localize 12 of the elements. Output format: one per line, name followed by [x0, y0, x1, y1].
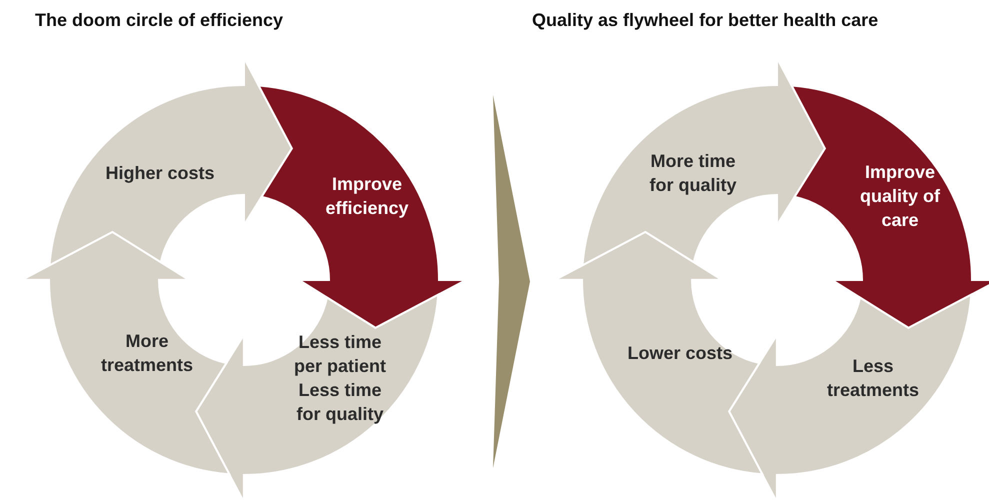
step-label: Improve quality of care	[859, 161, 941, 232]
step-label: Improve efficiency	[324, 173, 410, 220]
step-label: Lower costs	[626, 342, 734, 365]
step-label: More time for quality	[648, 150, 738, 197]
step-label: Less time for quality	[295, 379, 384, 426]
chevron-arrow	[493, 95, 530, 468]
diagram-heading: The doom circle of efficiency	[35, 10, 284, 31]
step-label: More treatments	[100, 330, 194, 377]
step-label: Less treatments	[826, 355, 920, 402]
step-label: Higher costs	[104, 162, 216, 185]
diagram-heading: Quality as flywheel for better health care	[532, 10, 878, 31]
step-label: Less time per patient	[292, 331, 387, 378]
